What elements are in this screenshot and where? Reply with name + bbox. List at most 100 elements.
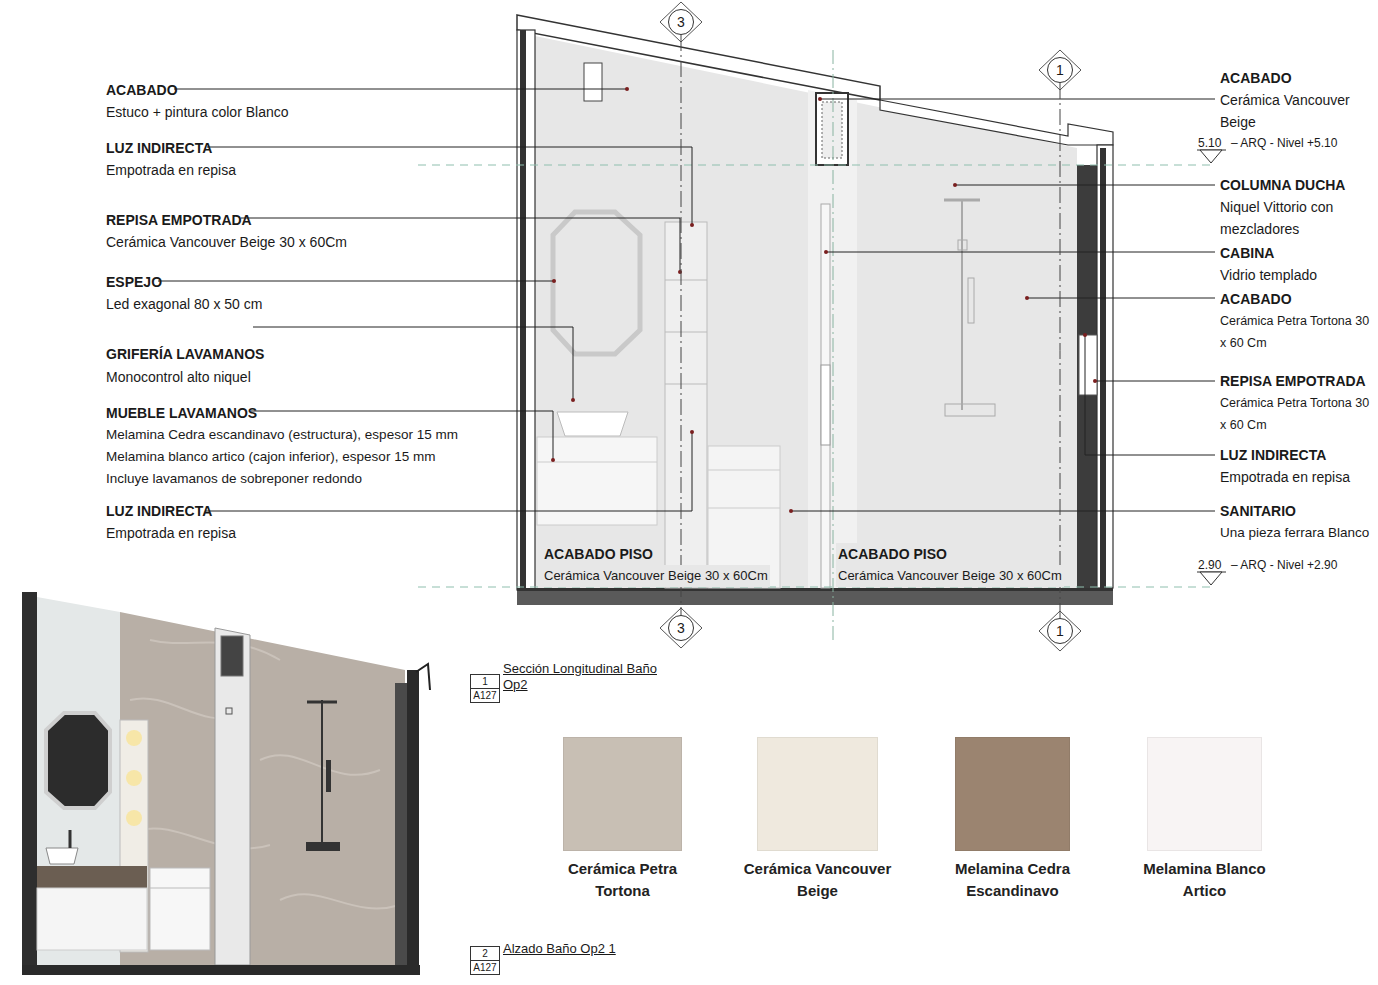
drawing-part (321, 700, 323, 850)
drawing-part (820, 99, 1215, 100)
annotation-text: ACABADO (106, 79, 178, 101)
annotation-text: Una pieza ferrara Blanco (1220, 522, 1369, 544)
annotation-text: Cerámica Petra Tortona 30 x 60 Cm (1220, 392, 1378, 436)
level-marker (1200, 150, 1222, 163)
view-reference: 2 (471, 947, 499, 960)
grid-bubble: 3 (668, 9, 694, 35)
annotation-text: 5.10 (1198, 132, 1221, 154)
drawing-part (37, 888, 147, 950)
annotation-text: Cerámica Vancouver Beige (1220, 89, 1360, 133)
drawing-part (126, 770, 142, 786)
annotation-text: Empotrada en repisa (1220, 466, 1350, 488)
annotation-text: Sección Longitudinal Baño Op2 (503, 661, 679, 693)
annotation-text: Niquel Vittorio con mezcladores (1220, 196, 1368, 240)
drawing-part (789, 509, 793, 513)
drawing-part (1027, 298, 1215, 299)
floor-slab (517, 588, 1113, 591)
duct-grille (816, 93, 848, 165)
glass-cabin (821, 365, 830, 445)
wall (1100, 148, 1106, 588)
annotation-text: GRIFERÍA LAVAMANOS (106, 343, 264, 365)
shelf (665, 280, 707, 281)
material-swatch (955, 737, 1070, 851)
leader-dots (551, 87, 1097, 513)
drawing-part (791, 511, 1215, 512)
drawing-part (150, 868, 210, 950)
annotation-text: Estuco + pintura color Blanco (106, 101, 289, 123)
wall (1097, 145, 1113, 588)
drawing-part (126, 810, 142, 826)
annotation-text: REPISA EMPOTRADA (106, 209, 252, 231)
drawing-part (307, 701, 337, 704)
shower-column (961, 200, 963, 410)
drawing-part (690, 430, 694, 434)
level-line (418, 165, 1215, 166)
drawing-part (253, 327, 573, 400)
reference-line (833, 50, 834, 640)
mixer (945, 404, 995, 416)
drawing-part (120, 612, 405, 965)
annotation-text: Cerámica Vancouver Beige 30 x 60Cm (542, 565, 770, 587)
grid-line (1060, 83, 1061, 618)
drawing-part (1085, 335, 1215, 455)
level-line (418, 587, 1215, 588)
view-tag: 2A127 (470, 946, 500, 975)
shower-head (944, 199, 980, 202)
drawing-part (552, 279, 556, 283)
drawing-part (551, 458, 555, 462)
wall-niche (1079, 335, 1097, 395)
annotation-text: Alzado Baño Op2 1 (503, 941, 616, 957)
annotation-text: Incluye lavamanos de sobreponer redondo (106, 468, 362, 490)
grid-bubble: 1 (1047, 618, 1073, 644)
shelf-column (665, 222, 707, 588)
drawing-part (826, 252, 1215, 253)
shelf (665, 332, 707, 333)
grid-number: 1 (1056, 623, 1064, 639)
grid-number: 3 (677, 620, 685, 636)
drawing-part (226, 708, 232, 714)
drawing-part (824, 250, 828, 254)
annotation-text: Melamina blanco artico (cajon inferior),… (106, 446, 435, 468)
drawing-part (207, 147, 692, 225)
drawing-part (126, 730, 142, 746)
annotation-text: ACABADO (1220, 288, 1292, 310)
view-tag: 1A127 (470, 674, 500, 703)
annotation-text: Cerámica Vancouver Beige 30 x 60Cm (106, 231, 347, 253)
drawing-part (1095, 381, 1215, 382)
drawing-part (22, 965, 420, 975)
roof-slab (517, 15, 880, 100)
material-name: Melamina Cedra Escandinavo (933, 858, 1093, 902)
leader-lines (158, 89, 1215, 511)
drawing-part (625, 87, 629, 91)
shelf (665, 384, 707, 385)
annotation-text: ACABADO PISO (836, 543, 949, 565)
annotation-text: Empotrada en repisa (106, 522, 236, 544)
material-name: Cerámica Petra Tortona (543, 858, 703, 902)
grid-bubble: 1 (1047, 57, 1073, 83)
view-reference: A127 (471, 960, 499, 974)
annotation-text: Melamina Cedra escandinavo (estructura),… (106, 424, 458, 446)
drawing-part (46, 848, 78, 864)
annotation-text: REPISA EMPOTRADA (1220, 370, 1366, 392)
drawing-part (1093, 379, 1097, 383)
grid-number: 1 (1056, 62, 1064, 78)
view-reference: 1 (471, 675, 499, 688)
drawing-part (1083, 333, 1087, 337)
annotation-text: ESPEJO (106, 271, 162, 293)
drawing-part (571, 398, 575, 402)
drawing-part (174, 89, 627, 90)
hand-shower (968, 278, 974, 323)
duct-grille (822, 102, 842, 158)
glass-cabin (821, 204, 830, 588)
room-interior (535, 36, 1077, 588)
annotation-text: – ARQ - Nivel +5.10 (1231, 132, 1337, 154)
drawing-part (818, 97, 822, 101)
drawing-part (955, 185, 1215, 186)
drawing-part (221, 636, 243, 676)
elevation-drawing (22, 592, 430, 975)
drawing-part (953, 183, 957, 187)
material-name: Cerámica Vancouver Beige (738, 858, 898, 902)
floor-slab (517, 588, 1113, 605)
annotation-text: LUZ INDIRECTA (1220, 444, 1326, 466)
annotation-text: ACABADO PISO (542, 543, 655, 565)
